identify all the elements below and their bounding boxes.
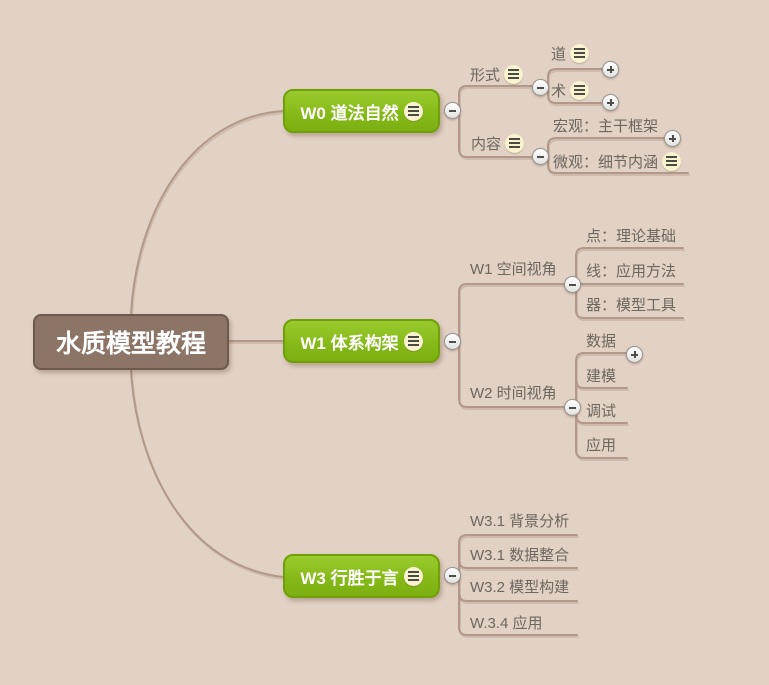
notes-icon[interactable] xyxy=(403,566,423,586)
topic-w31-data-integration[interactable]: W3.1 数据整合 xyxy=(470,546,570,564)
topic-w2-temporal-view[interactable]: W2 时间视角 xyxy=(470,384,557,402)
topic-content[interactable]: 内容 xyxy=(471,133,525,153)
branch-topic-w3-label: W3 行胜于言 xyxy=(300,568,399,588)
notes-icon[interactable] xyxy=(403,101,423,121)
root-topic[interactable]: 水质模型教程 xyxy=(33,314,229,370)
root-topic-label: 水质模型教程 xyxy=(55,330,206,358)
topic-line-method[interactable]: 线：应用方法 xyxy=(586,262,677,280)
notes-icon[interactable] xyxy=(570,80,590,100)
collapse-button-w1[interactable] xyxy=(444,333,461,350)
notes-icon[interactable] xyxy=(403,331,423,351)
collapse-button-form[interactable] xyxy=(532,79,549,96)
notes-icon[interactable] xyxy=(504,64,524,84)
topic-w34-application[interactable]: W.3.4 应用 xyxy=(470,614,543,632)
branch-topic-w1-label: W1 体系构架 xyxy=(300,333,399,353)
topic-dao[interactable]: 道 xyxy=(551,43,590,63)
collapse-button-temporal[interactable] xyxy=(564,399,581,416)
topic-w32-model-building[interactable]: W3.2 模型构建 xyxy=(470,578,570,596)
topic-shu[interactable]: 术 xyxy=(551,80,590,100)
collapse-button-w0[interactable] xyxy=(444,102,461,119)
notes-icon[interactable] xyxy=(505,133,525,153)
topic-macro-framework[interactable]: 宏观：主干框架 xyxy=(553,117,659,135)
collapse-button-content[interactable] xyxy=(532,148,549,165)
topic-tool-model[interactable]: 器：模型工具 xyxy=(586,296,677,314)
topic-form[interactable]: 形式 xyxy=(470,64,524,84)
branch-topic-w3[interactable]: W3 行胜于言 xyxy=(283,554,440,598)
notes-icon[interactable] xyxy=(570,43,590,63)
branch-topic-w0-label: W0 道法自然 xyxy=(300,103,399,123)
topic-application[interactable]: 应用 xyxy=(586,436,617,454)
branch-topic-w1[interactable]: W1 体系构架 xyxy=(283,319,440,363)
branch-topic-w0[interactable]: W0 道法自然 xyxy=(283,89,440,133)
topic-w1-spatial-view[interactable]: W1 空间视角 xyxy=(470,260,557,278)
expand-button-shu[interactable] xyxy=(602,94,619,111)
topic-debugging[interactable]: 调试 xyxy=(586,402,617,420)
expand-button-data[interactable] xyxy=(626,346,643,363)
expand-button-macro[interactable] xyxy=(664,130,681,147)
topic-point-theory[interactable]: 点：理论基础 xyxy=(586,227,677,245)
notes-icon[interactable] xyxy=(662,151,682,171)
topic-micro-detail[interactable]: 微观：细节内涵 xyxy=(553,151,682,171)
topic-w31-background-analysis[interactable]: W3.1 背景分析 xyxy=(470,512,570,530)
topic-modeling[interactable]: 建模 xyxy=(586,367,617,385)
expand-button-dao[interactable] xyxy=(602,61,619,78)
topic-data[interactable]: 数据 xyxy=(586,332,617,350)
collapse-button-w3[interactable] xyxy=(444,567,461,584)
collapse-button-spatial[interactable] xyxy=(564,276,581,293)
